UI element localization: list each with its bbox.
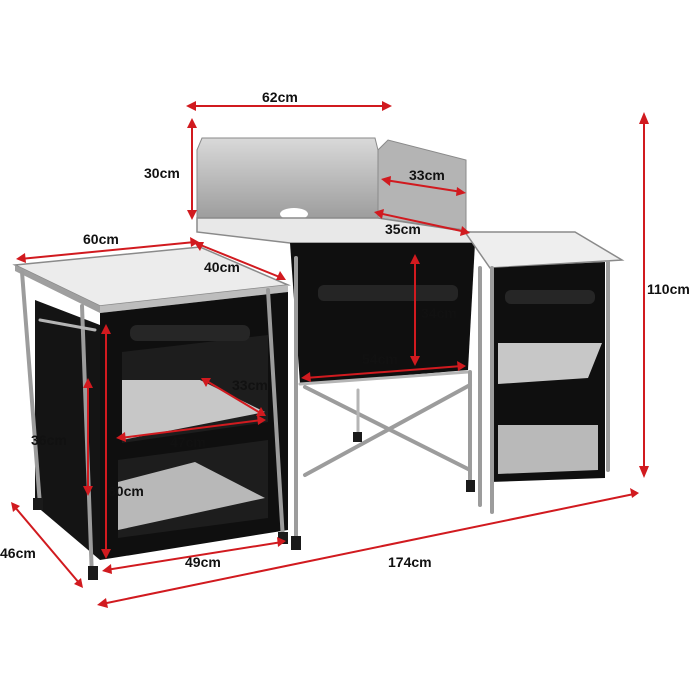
dimension-lines xyxy=(11,101,649,608)
left-top-depth-label: 40cm xyxy=(204,259,240,275)
left-top-width-label: 60cm xyxy=(83,231,119,247)
left-cabinet-width-label: 49cm xyxy=(185,554,221,570)
center-top-depth-label: 35cm xyxy=(385,221,421,237)
windscreen-height-label: 30cm xyxy=(144,165,180,181)
left-cabinet-height-label: 60cm xyxy=(108,483,144,499)
center-cabinet xyxy=(290,243,475,384)
left-shelf-depth-label: 33cm xyxy=(232,377,268,393)
windscreen-width-label: 62cm xyxy=(262,89,298,105)
overall-length-label: 174cm xyxy=(388,554,432,570)
windscreen xyxy=(196,137,467,231)
center-frame xyxy=(291,256,475,550)
left-table xyxy=(12,246,291,580)
overall-depth-label: 46cm xyxy=(0,545,36,561)
center-cabinet-width-label: 54cm xyxy=(362,351,398,367)
total-height-label: 110cm xyxy=(647,281,690,297)
side-wing-width-label: 33cm xyxy=(409,167,445,183)
center-cabinet-height-label: 34cm xyxy=(421,305,457,321)
left-shelf-width-label: 47cm xyxy=(170,434,206,450)
right-table xyxy=(463,231,625,514)
left-lower-height-label: 36cm xyxy=(31,432,67,448)
